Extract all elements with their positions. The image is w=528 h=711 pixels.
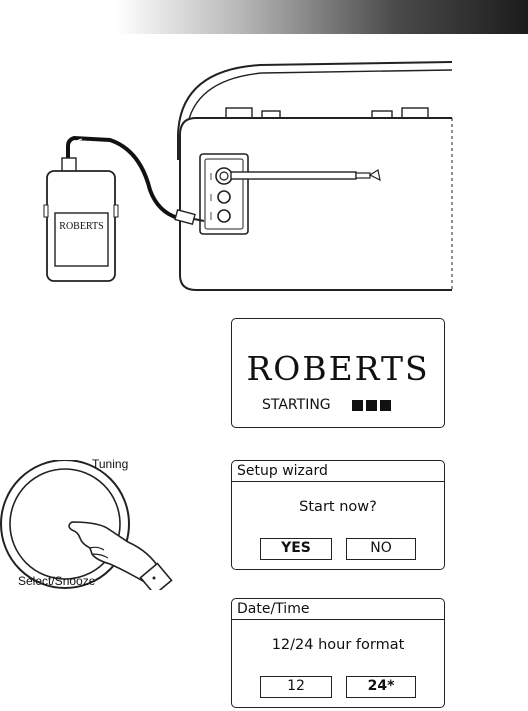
tuning-knob-illustration[interactable] <box>0 460 200 590</box>
date-time-lcd-screen: Date/Time 12/24 hour format 12 24* <box>231 598 445 708</box>
format-12-button[interactable]: 12 <box>260 676 332 698</box>
select-snooze-label: Select/Snooze <box>18 574 95 588</box>
yes-button[interactable]: YES <box>260 538 332 560</box>
format-24-button[interactable]: 24* <box>346 676 416 698</box>
page-header-bar <box>0 0 528 34</box>
no-button[interactable]: NO <box>346 538 416 560</box>
progress-block-3 <box>380 400 391 411</box>
setup-wizard-lcd-screen: Setup wizard Start now? YES NO <box>231 460 445 570</box>
progress-block-2 <box>366 400 377 411</box>
startup-lcd-screen: ROBERTS STARTING <box>231 318 445 428</box>
remote-brand-label: ROBERTS <box>59 221 103 232</box>
brand-logo-text: ROBERTS <box>232 349 444 388</box>
date-time-prompt: 12/24 hour format <box>232 637 444 653</box>
setup-wizard-title: Setup wizard <box>232 461 444 482</box>
setup-wizard-prompt: Start now? <box>232 499 444 515</box>
date-time-title: Date/Time <box>232 599 444 620</box>
tuning-label: Tuning <box>92 457 128 471</box>
progress-block-1 <box>352 400 363 411</box>
radio-connection-illustration: ROBERTS <box>0 40 528 300</box>
starting-status-text: STARTING <box>262 397 331 413</box>
